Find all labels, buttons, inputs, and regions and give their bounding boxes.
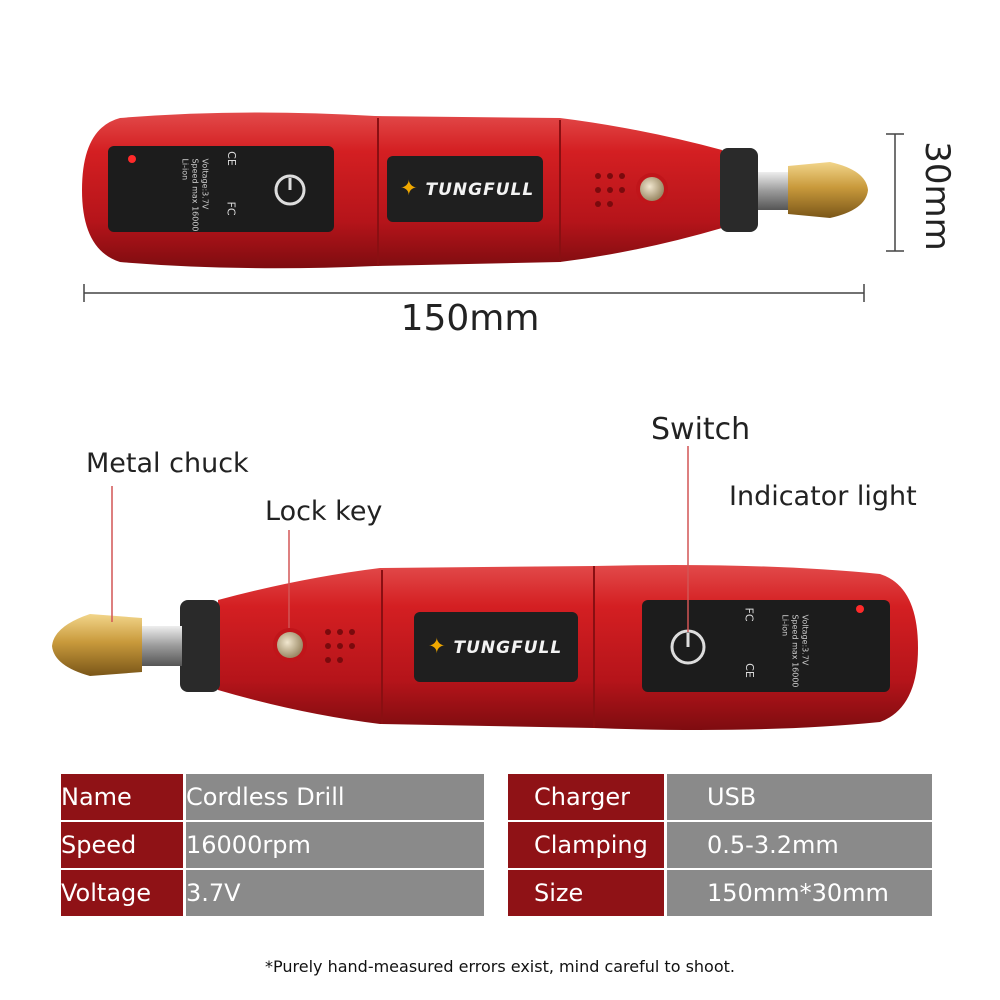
panel-voltage: Voltage:3.7V	[200, 158, 210, 210]
brand-mark-icon: ✦	[428, 634, 447, 658]
indicator-led	[128, 155, 136, 163]
callout-lock-key: Lock key	[265, 496, 383, 527]
callout-switch: Switch	[651, 412, 751, 447]
brand-text: TUNGFULL	[453, 638, 563, 658]
panel-battery: Li-ion	[180, 158, 190, 181]
spec-key: Size	[508, 870, 667, 916]
spec-value: 0.5-3.2mm	[667, 822, 932, 870]
lock-key-icon	[640, 177, 664, 201]
spec-value: 16000rpm	[186, 822, 484, 870]
panel-battery: Li-ion	[780, 614, 790, 637]
spec-table-right: Charger USB Clamping 0.5-3.2mm Size 150m…	[508, 774, 932, 916]
spec-value: Cordless Drill	[186, 774, 484, 822]
length-dimension	[83, 284, 865, 302]
spec-key: Name	[61, 774, 186, 822]
panel-voltage: Voltage:3.7V	[800, 614, 810, 666]
shaft	[140, 626, 182, 666]
ce-mark-icon: CE	[224, 151, 238, 166]
brand-text: TUNGFULL	[425, 180, 535, 200]
table-row: Voltage 3.7V	[61, 870, 484, 916]
brand-mark-icon: ✦	[400, 176, 419, 200]
brand-plate	[414, 612, 578, 682]
footnote: *Purely hand-measured errors exist, mind…	[265, 957, 735, 976]
callout-lines	[111, 446, 689, 632]
spec-table-left: Name Cordless Drill Speed 16000rpm Volta…	[61, 774, 484, 916]
collar	[720, 148, 758, 232]
vent-holes	[595, 173, 625, 207]
table-row: Charger USB	[508, 774, 932, 822]
top-drill	[82, 112, 868, 269]
top-brand-logo: ✦ TUNGFULL	[400, 176, 540, 200]
brand-plate	[387, 156, 543, 222]
table-row: Speed 16000rpm	[61, 822, 484, 870]
brass-chuck	[52, 614, 142, 676]
fc-mark-icon: FC	[224, 201, 238, 216]
spec-key: Voltage	[61, 870, 186, 916]
bottom-brand-logo: ✦ TUNGFULL	[428, 634, 578, 658]
callout-metal-chuck: Metal chuck	[86, 448, 249, 479]
vent-holes	[325, 629, 355, 663]
bottom-panel-print: Voltage:3.7V Speed max 16000 Li-ion FC C…	[740, 604, 840, 690]
spec-key: Clamping	[508, 822, 667, 870]
table-row: Size 150mm*30mm	[508, 870, 932, 916]
table-row: Name Cordless Drill	[61, 774, 484, 822]
ce-mark-icon: CE	[742, 663, 756, 678]
height-label: 30mm	[917, 141, 957, 251]
collar	[180, 600, 220, 692]
table-row: Clamping 0.5-3.2mm	[508, 822, 932, 870]
top-panel-print: Voltage:3.7V Speed max 16000 Li-ion CE F…	[166, 150, 246, 232]
shaft	[758, 172, 790, 210]
fc-mark-icon: FC	[742, 607, 756, 622]
spec-key: Speed	[61, 822, 186, 870]
height-dimension	[886, 133, 904, 252]
indicator-led	[856, 605, 864, 613]
bottom-drill	[52, 565, 918, 730]
spec-value: 3.7V	[186, 870, 484, 916]
panel-speed: Speed max 16000	[190, 158, 200, 232]
panel-speed: Speed max 16000	[790, 614, 800, 688]
power-icon	[274, 174, 306, 206]
brass-chuck	[788, 162, 868, 218]
length-label: 150mm	[400, 298, 540, 339]
spec-value: USB	[667, 774, 932, 822]
lock-key-icon	[277, 632, 303, 658]
spec-value: 150mm*30mm	[667, 870, 932, 916]
control-panel	[642, 600, 890, 692]
callout-indicator-light: Indicator light	[729, 481, 917, 512]
spec-key: Charger	[508, 774, 667, 822]
control-panel	[108, 146, 334, 232]
